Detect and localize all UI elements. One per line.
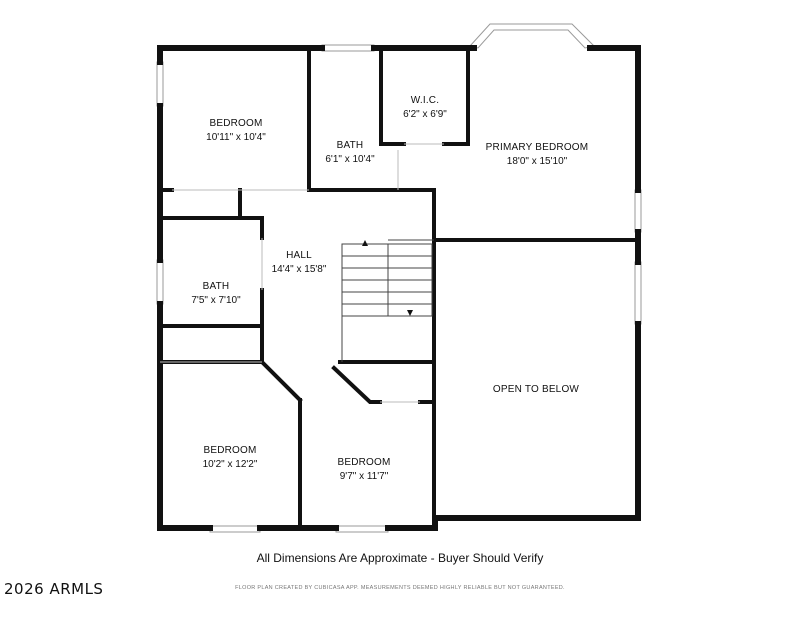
stair-arrow-down-icon <box>407 310 413 316</box>
outer-wall-top-left <box>157 45 325 65</box>
room-dim-bath-left: 7'5" x 7'10" <box>191 295 241 306</box>
window-right-open <box>634 261 642 325</box>
room-dim-hall: 14'4" x 15'8" <box>272 264 327 275</box>
window-top-bath <box>321 44 375 52</box>
windows <box>156 23 642 533</box>
window-bottom-bedroom-sw <box>209 525 261 533</box>
outer-wall-bottom-c <box>385 321 641 531</box>
room-name-bath-left: BATH <box>203 281 230 292</box>
room-labels: BEDROOM 10'11" x 10'4" BATH 6'1" x 10'4"… <box>191 95 588 482</box>
room-dim-bedroom-nw: 10'11" x 10'4" <box>206 132 266 143</box>
room-dim-primary-bedroom: 18'0" x 15'10" <box>507 156 568 167</box>
window-bottom-bedroom-s <box>335 525 389 533</box>
staircase <box>341 239 434 362</box>
outer-wall-top-right <box>587 45 641 193</box>
disclaimer-text: All Dimensions Are Approximate - Buyer S… <box>256 551 544 565</box>
room-name-open-to-below: OPEN TO BELOW <box>493 384 580 395</box>
room-name-bath-top: BATH <box>337 140 364 151</box>
window-left-bath <box>156 259 164 305</box>
room-name-bedroom-sw: BEDROOM <box>203 445 256 456</box>
copyright-text: 2026 ARMLS <box>4 580 104 598</box>
door-openings <box>160 143 444 403</box>
room-dim-bedroom-s: 9'7" x 11'7" <box>340 471 389 482</box>
wic-right-wall <box>442 46 470 146</box>
room-name-bedroom-nw: BEDROOM <box>209 118 262 129</box>
room-name-primary-bedroom: PRIMARY BEDROOM <box>486 142 589 153</box>
room-name-bedroom-s: BEDROOM <box>337 457 390 468</box>
room-dim-bedroom-sw: 10'2" x 12'2" <box>203 459 258 470</box>
stair-arrow-up-icon <box>362 240 368 246</box>
window-left-bedroom-nw <box>156 61 164 107</box>
room-dim-bath-top: 6'1" x 10'4" <box>325 154 375 165</box>
walls <box>157 45 641 531</box>
room-name-wic: W.I.C. <box>411 95 439 106</box>
room-name-hall: HALL <box>286 250 312 261</box>
window-right-primary <box>634 189 642 233</box>
room-dim-wic: 6'2" x 6'9" <box>403 109 447 120</box>
wall-angle-sw <box>259 359 303 403</box>
bay-window <box>469 23 595 49</box>
wall-bath-left <box>158 216 264 240</box>
wall-bedroom-s-closet <box>331 365 382 404</box>
fineprint-text: FLOOR PLAN CREATED BY CUBICASA APP. MEAS… <box>235 585 565 591</box>
